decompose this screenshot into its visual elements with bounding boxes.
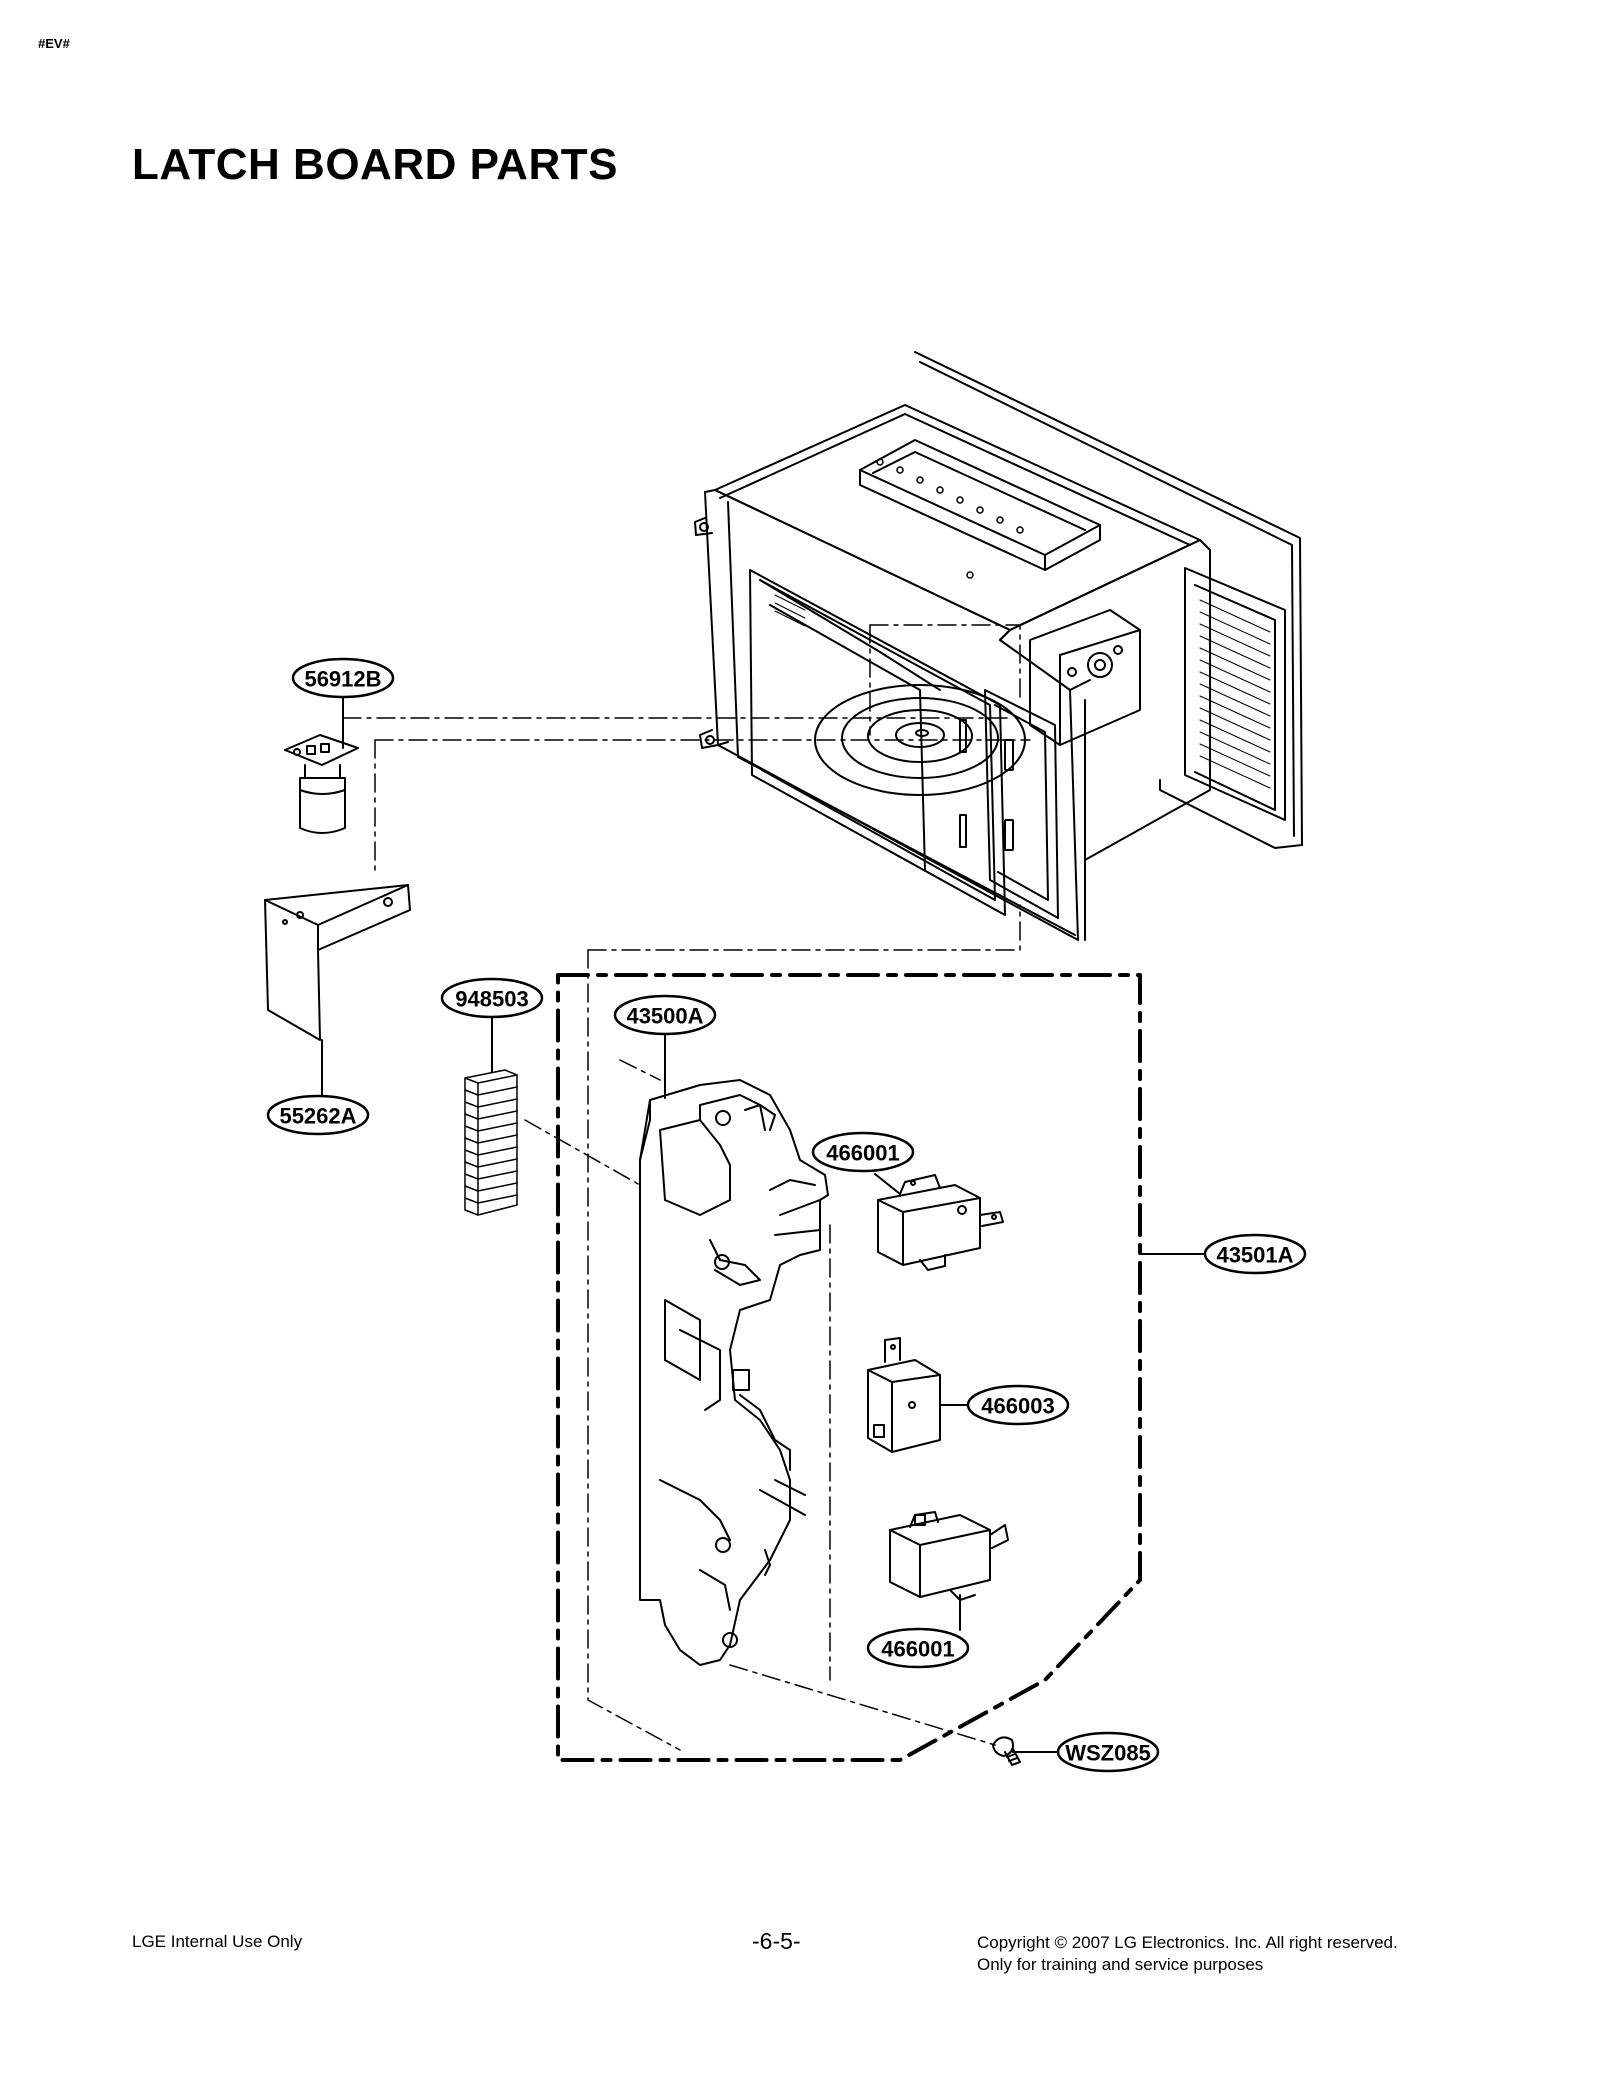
callout-466003: 466003 bbox=[981, 1394, 1054, 1419]
part-56912b-sensor-drawing bbox=[284, 734, 359, 834]
callout-466001-top-bubble bbox=[811, 1131, 915, 1173]
footer-internal-use: LGE Internal Use Only bbox=[132, 1932, 303, 1951]
callout-948503: 948503 bbox=[455, 987, 528, 1012]
callout-wsz085-bubble bbox=[1056, 1731, 1160, 1773]
part-466001-switch-top-drawing bbox=[877, 1174, 1004, 1271]
latch-board-assembly-boundary bbox=[556, 973, 1142, 1762]
part-948503-block-drawing bbox=[464, 1069, 518, 1216]
callout-leader-lines bbox=[321, 696, 1206, 1753]
callout-43501a-bubble bbox=[1203, 1233, 1307, 1275]
callout-466001-bottom: 466001 bbox=[881, 1637, 954, 1662]
callout-56912b: 56912B bbox=[304, 667, 381, 692]
callout-466001-bottom-bubble bbox=[866, 1627, 970, 1669]
training-notice: Only for training and service purposes bbox=[977, 1955, 1264, 1974]
callout-466003-bubble bbox=[966, 1384, 1070, 1426]
callout-466001-top: 466001 bbox=[826, 1141, 899, 1166]
callout-55262a-bubble bbox=[266, 1094, 370, 1136]
callout-wsz085: WSZ085 bbox=[1065, 1741, 1151, 1766]
callout-43501a: 43501A bbox=[1216, 1243, 1293, 1268]
page-title: LATCH BOARD PARTS bbox=[132, 140, 618, 189]
part-wsz085-screw-drawing bbox=[992, 1736, 1021, 1766]
callout-bubbles bbox=[266, 657, 1307, 1773]
assembly-leader-lines bbox=[342, 624, 1031, 1751]
page-number: -6-5- bbox=[752, 1928, 801, 1954]
microwave-chassis-drawing bbox=[694, 351, 1303, 941]
callout-948503-bubble bbox=[440, 977, 544, 1019]
footer-copyright-block: Copyright © 2007 LG Electronics. Inc. Al… bbox=[977, 1932, 1398, 1976]
document-code: #EV# bbox=[38, 36, 70, 51]
part-43500a-latch-board-drawing bbox=[639, 1079, 829, 1666]
part-466001-switch-bottom-drawing bbox=[889, 1511, 1009, 1601]
callout-55262a: 55262A bbox=[279, 1104, 356, 1129]
callout-56912b-bubble bbox=[291, 657, 395, 699]
part-466003-switch-middle-drawing bbox=[867, 1337, 941, 1453]
copyright-line: Copyright © 2007 LG Electronics. Inc. Al… bbox=[977, 1933, 1398, 1952]
callout-43500a-bubble bbox=[613, 994, 717, 1036]
callout-43500a: 43500A bbox=[626, 1004, 703, 1029]
part-55262a-bracket-drawing bbox=[264, 884, 411, 1041]
